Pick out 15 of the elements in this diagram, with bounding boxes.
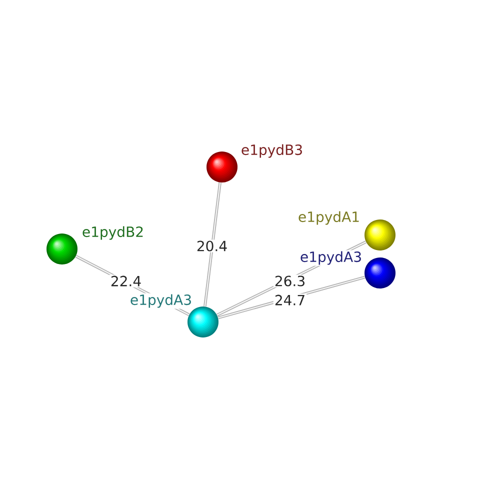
sphere-label: e1pydA1 <box>296 210 362 226</box>
sphere-label: e1pydB2 <box>80 225 146 241</box>
distance-label: 20.4 <box>195 240 229 252</box>
sphere <box>206 152 238 182</box>
distance-label: 24.7 <box>273 294 307 306</box>
sphere-label: e1pydA3 <box>298 250 364 266</box>
distance-label: 22.4 <box>109 274 143 288</box>
distance-label: 26.3 <box>273 274 307 288</box>
sphere-label: e1pydB3 <box>240 143 304 159</box>
sphere <box>46 234 78 264</box>
connector-line <box>204 182 222 307</box>
sphere <box>364 220 396 250</box>
sphere-label: e1pydA3 <box>128 293 194 309</box>
sphere <box>364 258 396 288</box>
sphere <box>188 306 218 338</box>
